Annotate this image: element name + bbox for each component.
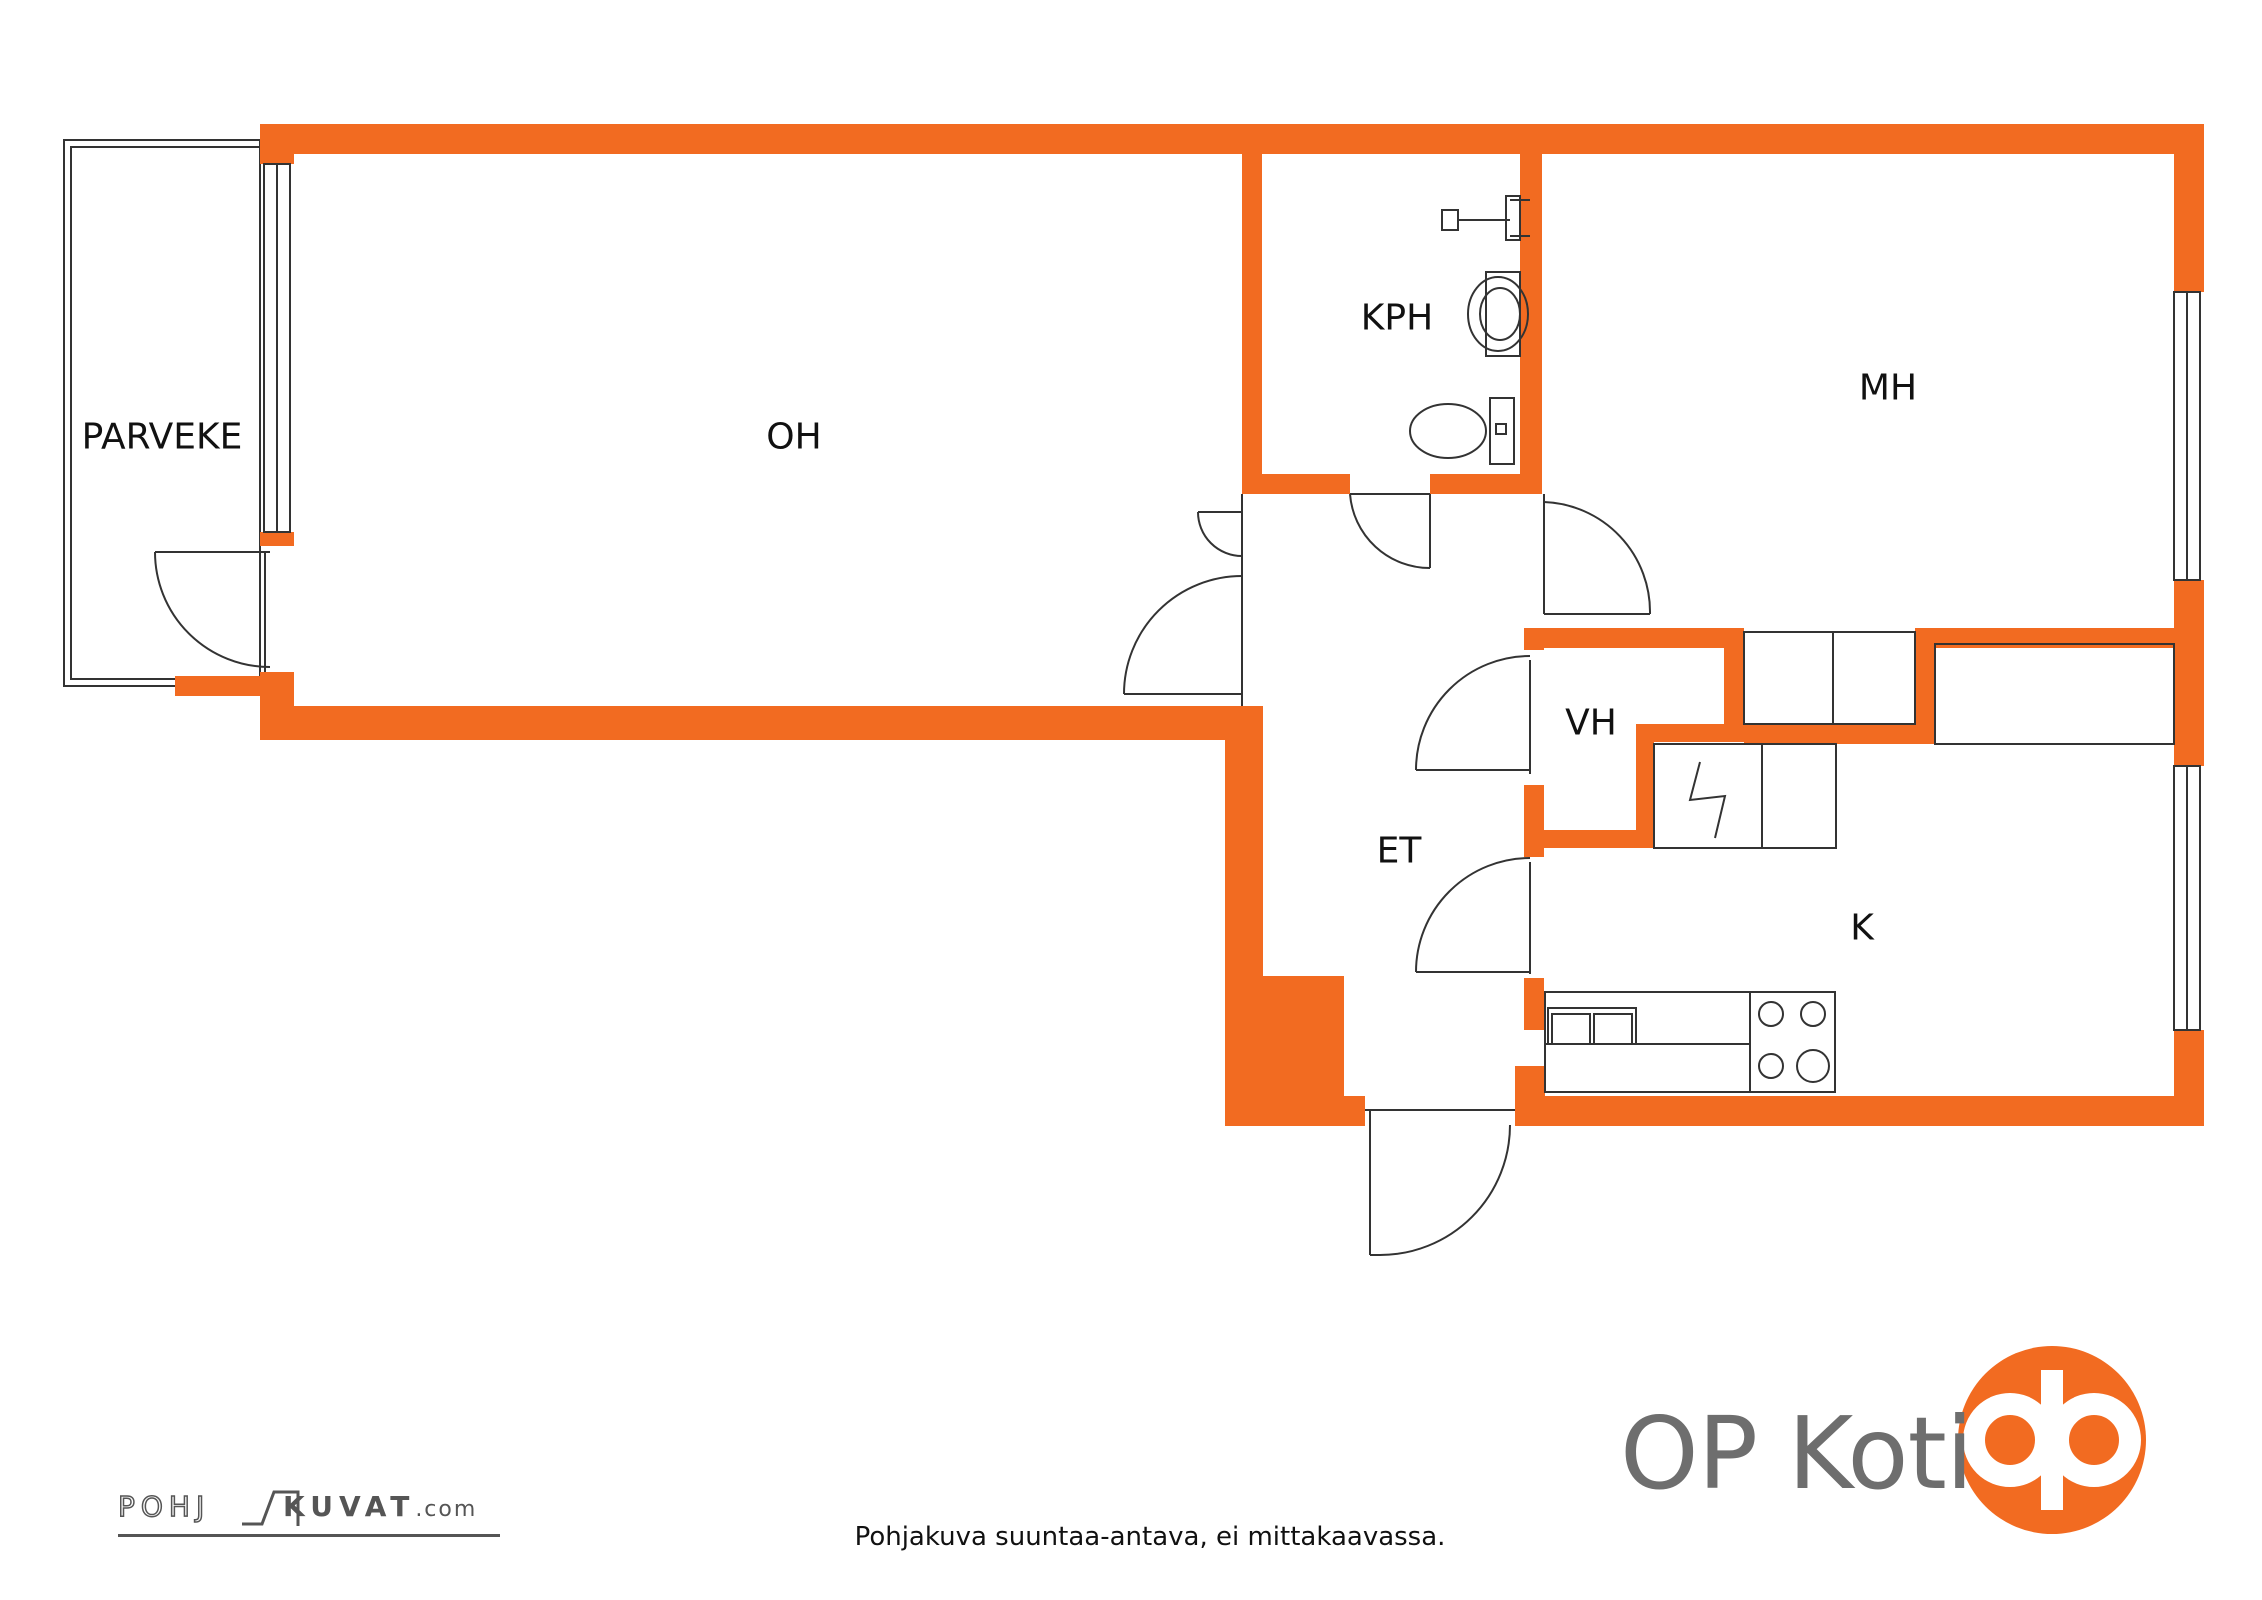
walls (175, 124, 2204, 1126)
windows (263, 163, 2201, 1031)
op-logo-icon (1958, 1346, 2146, 1534)
balcony-outline (63, 139, 271, 687)
pohjakuvat-logo-word-left: POHJ (117, 1489, 211, 1524)
pohjakuvat-logo-word-right: KUVAT.com (283, 1490, 478, 1523)
pohjakuvat-logo: POHJ KUVAT.com (117, 1489, 508, 1540)
doors (1123, 493, 1652, 1256)
room-label-parveke: PARVEKE (81, 416, 243, 458)
pohjakuvat-logo-suffix: .com (415, 1497, 478, 1522)
room-label-vh: VH (1565, 702, 1617, 744)
kitchen-fixtures (1544, 631, 2175, 1093)
pohjakuvat-logo-mark-icon (242, 1490, 300, 1526)
brand-name: OP Koti (1620, 1395, 1974, 1512)
room-label-et: ET (1376, 830, 1422, 872)
room-label-k: K (1850, 907, 1874, 949)
disclaimer-text: Pohjakuva suuntaa-antava, ei mittakaavas… (854, 1522, 1446, 1552)
pohjakuvat-logo-underline (118, 1534, 500, 1537)
room-label-oh: OH (766, 416, 822, 458)
room-label-mh: MH (1858, 367, 1918, 409)
room-label-kph: KPH (1360, 297, 1434, 339)
bathroom-fixtures (1409, 195, 1530, 465)
